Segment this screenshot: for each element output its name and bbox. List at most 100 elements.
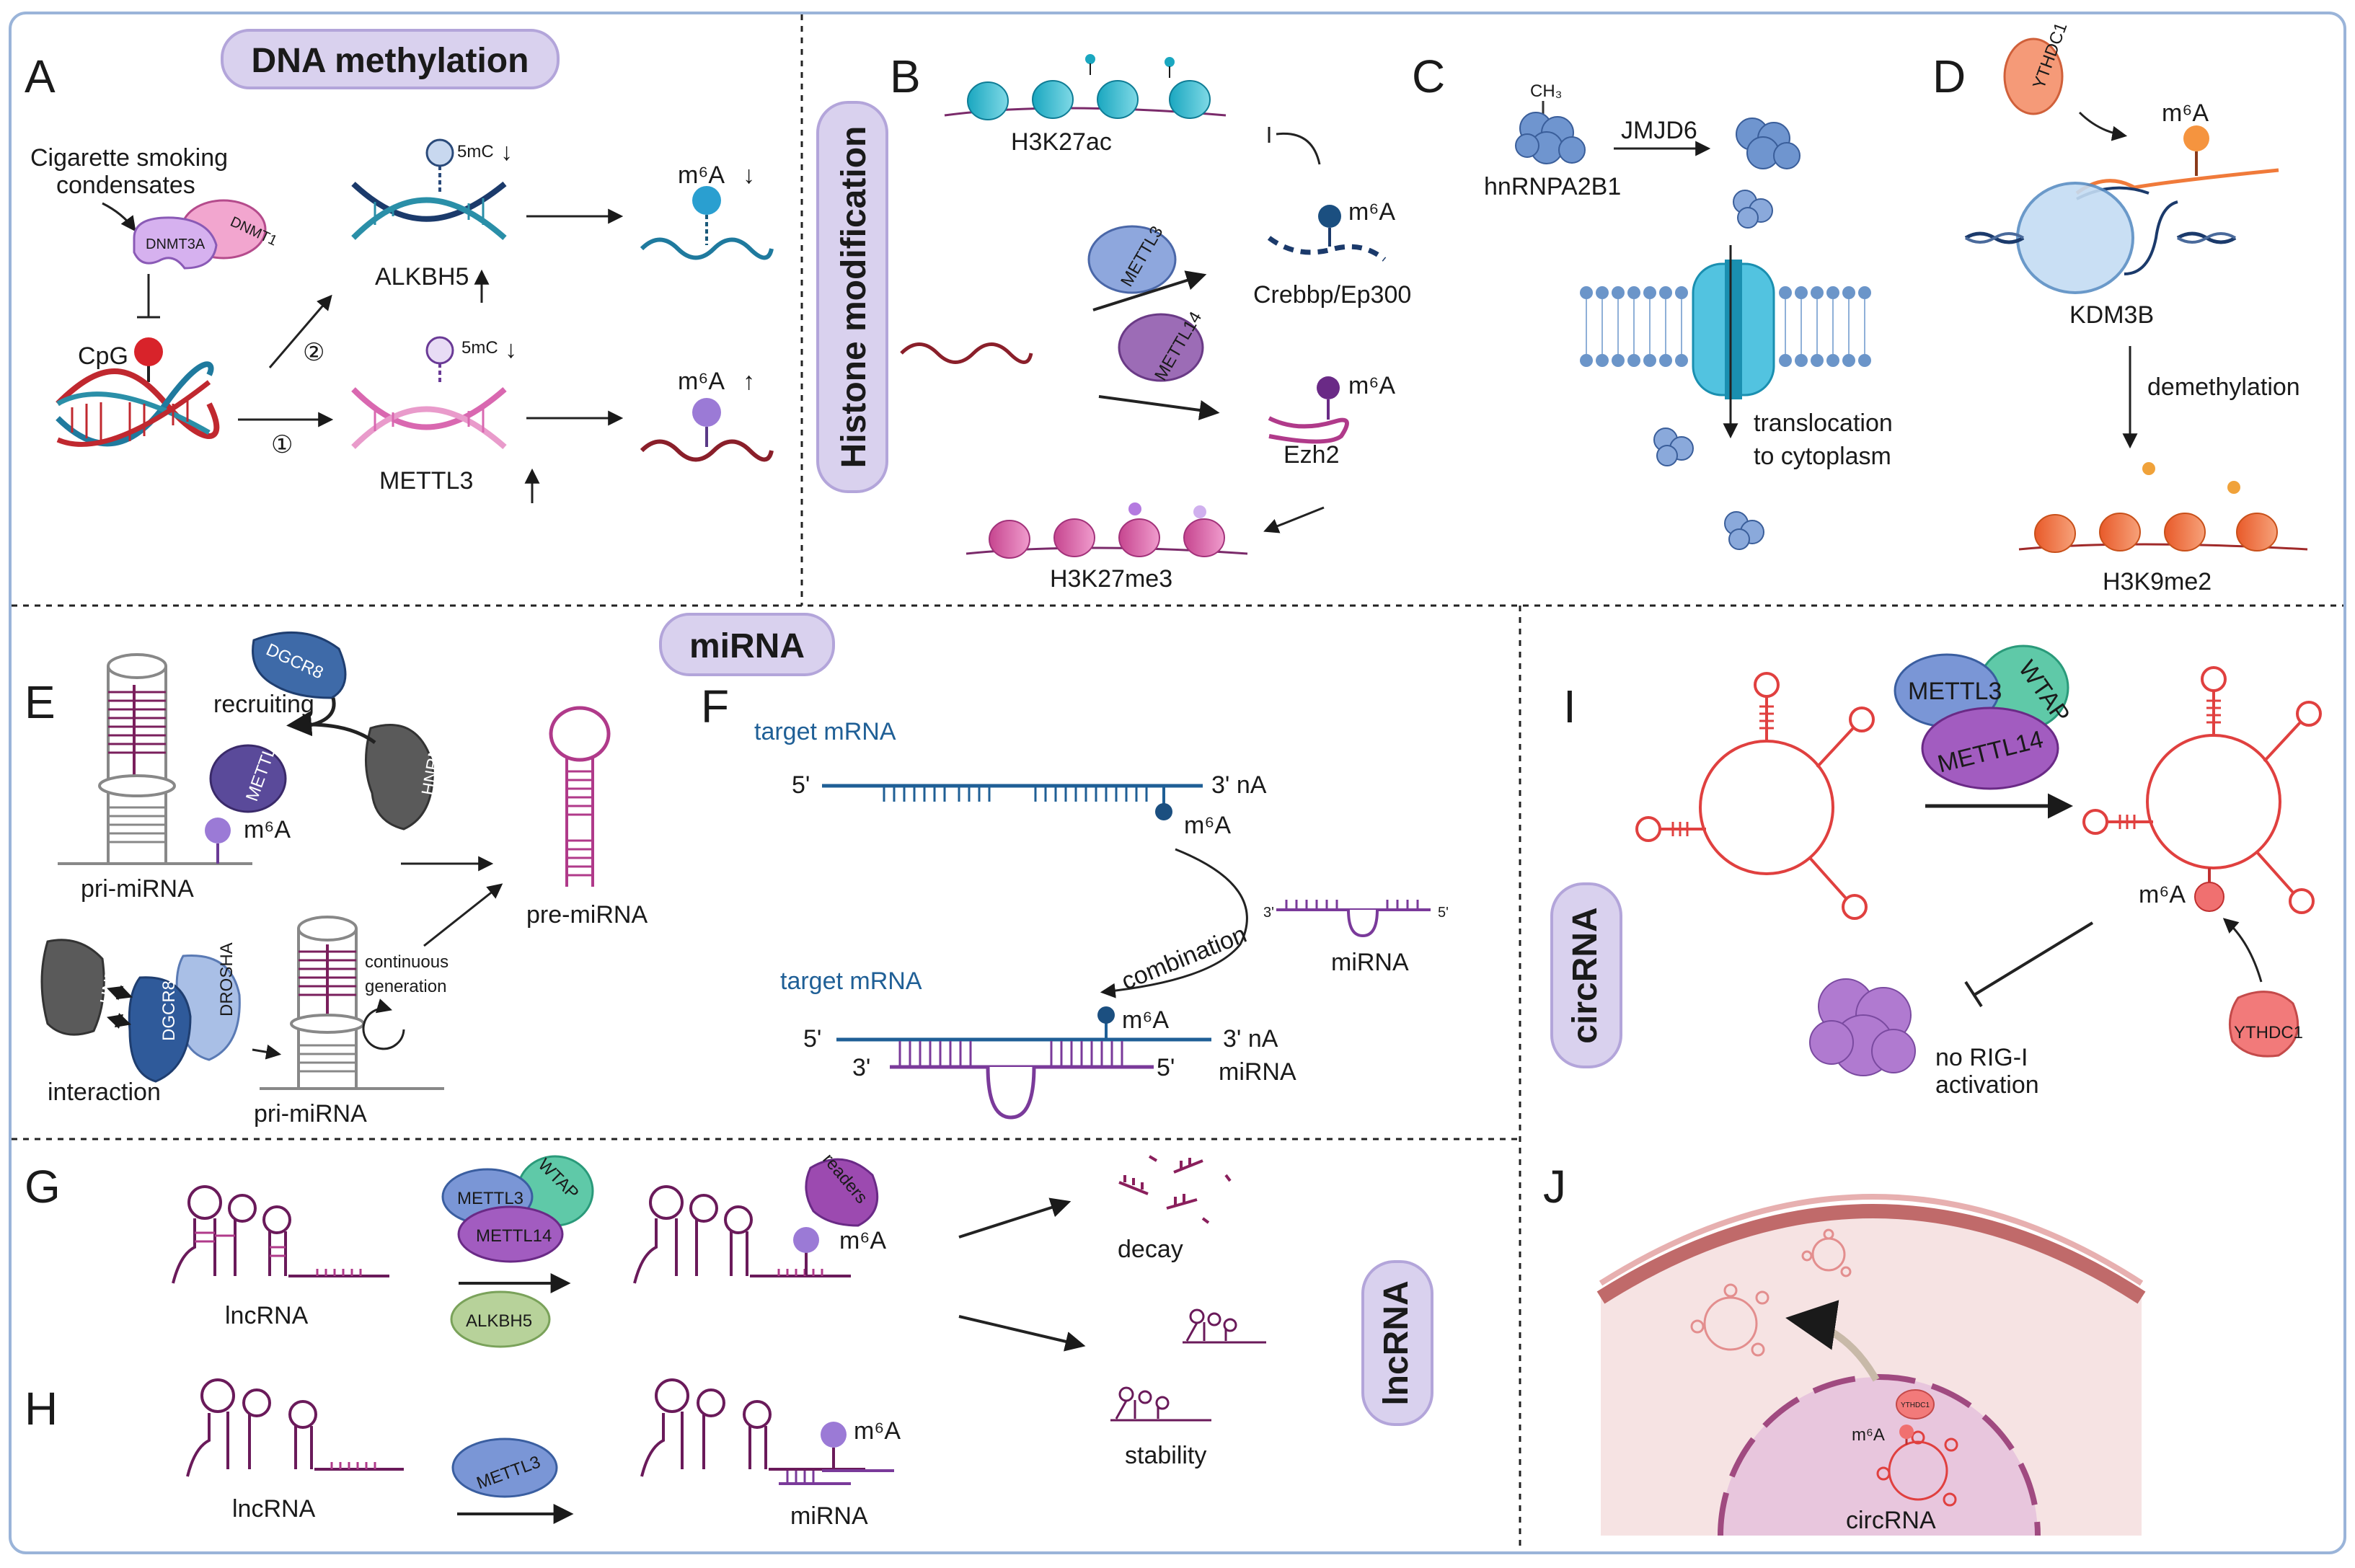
- three-prime-2: 3': [852, 1054, 870, 1081]
- lncrna-structure: [633, 1185, 851, 1284]
- no-rig-i-label: no RIG-I: [1935, 1044, 2028, 1071]
- interaction-label: interaction: [48, 1078, 161, 1106]
- translocation-label: translocation: [1754, 409, 1893, 437]
- circrna-cytoplasm: [1690, 1228, 1852, 1357]
- panel-b: B Histone modification H3K27ac METTL3 ME…: [816, 50, 1411, 593]
- m6a-label-bottom: m⁶A: [678, 368, 725, 395]
- m6a-label-d: m⁶A: [2162, 99, 2209, 127]
- ythdc1-protein: [2003, 37, 2064, 115]
- cpg-label: CpG: [78, 342, 128, 370]
- readers-protein: [805, 1158, 879, 1227]
- title-pill: [1550, 882, 1622, 1068]
- mettl3-enzyme: [1087, 225, 1177, 294]
- alkbh5-label: ALKBH5: [375, 263, 469, 291]
- panel-letter: C: [1412, 50, 1445, 102]
- cell-membrane: [1580, 260, 1871, 399]
- pre-mirna-label: pre-miRNA: [526, 901, 648, 929]
- title-dna-methylation: DNA methylation: [252, 42, 529, 80]
- ythdc1-label-i: YTHDC1: [2234, 1023, 2303, 1042]
- mettl3-dna-helix: [351, 386, 507, 450]
- mettl14-enzyme: [1921, 707, 2059, 790]
- polymerase-complex: [2016, 182, 2134, 294]
- mirna-5prime: 5': [1438, 905, 1449, 921]
- title-pill: [1361, 1260, 1433, 1426]
- five-prime-1: 5': [792, 771, 810, 799]
- generation-label: generation: [365, 977, 446, 996]
- panel-letter: E: [25, 676, 56, 728]
- ythdc1-protein: [1896, 1389, 1935, 1419]
- ch3-label: CH₃: [1530, 81, 1562, 101]
- crebbp-mrna: [1267, 236, 1387, 262]
- combination-label: combination: [1118, 921, 1250, 996]
- lncrna-structure: [186, 1378, 404, 1477]
- three-prime-na-1: 3' nA: [1211, 771, 1267, 799]
- mettl14-enzyme: [1118, 313, 1204, 382]
- m6a-label-ezh2: m⁶A: [1348, 372, 1395, 399]
- jmjd6-label: JMJD6: [1621, 117, 1697, 144]
- drosha-label: DROSHA: [217, 942, 237, 1016]
- lncrna-small: [1183, 1308, 1266, 1344]
- mettl3-label-i: METTL3: [1908, 678, 2002, 705]
- ythdc1-protein: [2228, 991, 2299, 1058]
- m6a-lollipop: [2194, 882, 2224, 912]
- panel-g: G lncRNA WTAP METTL3 METTL14 ALKBH5: [25, 1150, 1433, 1469]
- five-prime-2: 5': [803, 1025, 821, 1053]
- step2-label: ②: [303, 339, 324, 366]
- mettl14-label-g: METTL14: [476, 1226, 552, 1246]
- lncrna-small: [1110, 1386, 1211, 1422]
- pri-mirna-hairpin: [260, 916, 444, 1090]
- m6a-label-crebbp: m⁶A: [1348, 198, 1395, 226]
- lncrna-structure: [640, 1378, 865, 1477]
- pre-mirna-hairpin: [549, 706, 611, 887]
- svg-text:↓: ↓: [505, 336, 517, 363]
- panel-letter: D: [1932, 50, 1966, 102]
- title-circrna: circRNA: [1566, 907, 1604, 1043]
- title-pill: [659, 613, 835, 676]
- mirna-label-f2: miRNA: [1219, 1058, 1296, 1086]
- panel-a: A DNA methylation Cigarette smoking cond…: [25, 29, 774, 503]
- m6a-label-h: m⁶A: [854, 1417, 901, 1445]
- svg-text:↓: ↓: [500, 138, 513, 166]
- kdm3b-label: KDM3B: [2069, 301, 2154, 329]
- mrna-strand: [640, 439, 774, 462]
- ythdc1-label-j: YTHDC1: [1901, 1401, 1930, 1409]
- panel-letter: J: [1543, 1161, 1566, 1213]
- m6a-label-j: m⁶A: [1852, 1425, 1885, 1445]
- circrna-structure: [2082, 666, 2322, 914]
- crebbp-label: Crebbp/Ep300: [1253, 281, 1411, 309]
- nucleus: [1718, 1374, 2041, 1536]
- mirna-label-f: miRNA: [1331, 949, 1409, 976]
- condensates-label: condensates: [56, 172, 195, 199]
- circrna-nucleus: [1876, 1430, 1958, 1507]
- ezh2-mrna: [1268, 416, 1349, 444]
- dgcr8-label-e2: DGCR8: [159, 980, 179, 1041]
- m6a-label-g: m⁶A: [839, 1227, 886, 1254]
- 5mc-label-bottom: 5mC: [461, 338, 498, 358]
- svg-text:↓: ↓: [743, 161, 755, 189]
- hnrnpa2b1-protein: [1736, 118, 1801, 169]
- methyl-lollipop: [134, 337, 163, 366]
- panel-d: D YTHDC1 m⁶A KDM3B demethylation H3K9me2: [1932, 20, 2308, 595]
- demethylation-label: demethylation: [2147, 373, 2300, 401]
- m6a-lollipop: [1318, 205, 1341, 228]
- m6a-lollipop: [692, 186, 721, 215]
- target-mrna-label-1: target mRNA: [754, 718, 896, 745]
- m6a-lollipop: [1899, 1425, 1914, 1439]
- mettl3-label: METTL3: [379, 467, 473, 495]
- hnrnpa2b1-protein: [365, 724, 434, 830]
- stability-label: stability: [1125, 1442, 1206, 1469]
- panel-letter: I: [1563, 681, 1576, 732]
- title-mirna: miRNA: [689, 627, 805, 665]
- h3k27ac-label: H3K27ac: [1011, 128, 1112, 156]
- target-mrna-label-2: target mRNA: [780, 967, 922, 995]
- nucleosomes-h3k27ac: [967, 80, 1211, 120]
- m6a-lollipop: [1317, 376, 1340, 399]
- alkbh5-dna-helix: [351, 181, 507, 241]
- panel-letter: A: [25, 50, 56, 102]
- five-prime-3: 5': [1157, 1054, 1175, 1081]
- 5mc-lollipop: [425, 138, 454, 167]
- alkbh5-label-g: ALKBH5: [466, 1311, 532, 1331]
- panel-letter: F: [701, 681, 729, 732]
